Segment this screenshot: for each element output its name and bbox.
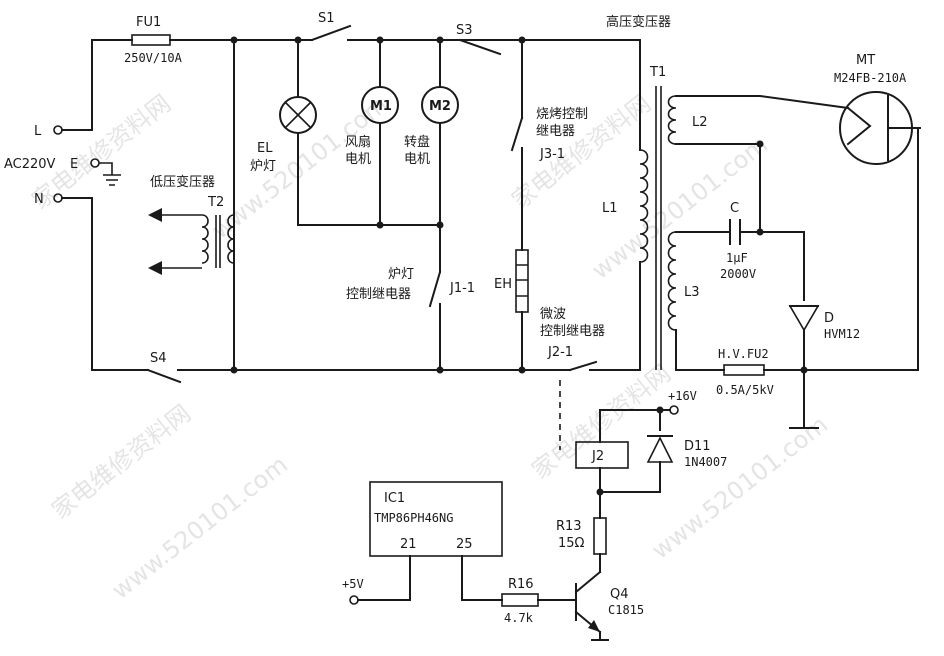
- svg-text:250V/10A: 250V/10A: [124, 51, 183, 65]
- svg-text:家电维修资料网: 家电维修资料网: [526, 359, 676, 484]
- svg-text:www.520101.com: www.520101.com: [646, 410, 833, 564]
- fuse-fu1: FU1 250V/10A: [124, 15, 299, 65]
- svg-text:微波: 微波: [540, 307, 566, 322]
- lamp-icon: [284, 101, 312, 129]
- svg-text:M1: M1: [370, 99, 392, 114]
- resistor-r16: R16 4.7k: [461, 555, 577, 625]
- turntable-motor: M2 转盘 电机: [404, 39, 459, 273]
- ic1-mcu: IC1 TMP86PH46NG 21 25 +5V: [342, 481, 503, 605]
- svg-text:M24FB-210A: M24FB-210A: [834, 71, 907, 85]
- arrow-left-icon: [148, 261, 162, 275]
- switch-s1: S1: [297, 11, 523, 42]
- svg-text:家电维修资料网: 家电维修资料网: [46, 399, 196, 524]
- svg-text:D: D: [824, 311, 834, 326]
- svg-text:1N4007: 1N4007: [684, 455, 727, 469]
- svg-text:H.V.FU2: H.V.FU2: [718, 347, 769, 361]
- svg-text:4.7k: 4.7k: [504, 611, 534, 625]
- svg-text:2000V: 2000V: [720, 267, 756, 281]
- svg-text:J2-1: J2-1: [547, 345, 573, 360]
- svg-text:EH: EH: [494, 277, 512, 292]
- label-e: E: [70, 157, 78, 172]
- svg-text:www.520101.com: www.520101.com: [106, 450, 293, 604]
- svg-text:MT: MT: [856, 53, 875, 68]
- resistor-r13: R13 15Ω: [556, 491, 607, 573]
- t2-ref: T2: [207, 195, 224, 210]
- svg-text:C1815: C1815: [608, 603, 644, 617]
- microwave-relay-contact: 微波 控制继电器 J2-1: [540, 261, 641, 450]
- grill-relay-contact: 烧烤控制 继电器 J3-1: [510, 39, 588, 251]
- magnetron: MT M24FB-210A: [803, 53, 921, 371]
- svg-text:C: C: [730, 201, 739, 216]
- svg-text:IC1: IC1: [384, 491, 405, 506]
- svg-text:25: 25: [456, 537, 473, 552]
- svg-text:M2: M2: [429, 99, 451, 114]
- svg-text:J3-1: J3-1: [539, 147, 565, 162]
- svg-text:转盘: 转盘: [404, 134, 430, 150]
- ground-icon: [99, 162, 121, 186]
- svg-text:1μF: 1μF: [726, 251, 748, 265]
- svg-text:控制继电器: 控制继电器: [346, 287, 411, 302]
- t1-ref: T1: [649, 65, 666, 80]
- svg-text:炉灯: 炉灯: [388, 267, 414, 282]
- svg-text:TMP86PH46NG: TMP86PH46NG: [374, 511, 453, 525]
- arrow-left-icon: [148, 208, 162, 222]
- hv-diode: D HVM12: [788, 305, 860, 429]
- switch-s4: S4: [146, 351, 571, 384]
- svg-text:S4: S4: [150, 351, 167, 366]
- t2-title: 低压变压器: [150, 174, 215, 190]
- svg-text:HVM12: HVM12: [824, 327, 860, 341]
- fan-motor: M1 风扇 电机: [345, 39, 399, 226]
- svg-text:L3: L3: [684, 285, 700, 300]
- switch-s3: S3: [439, 23, 473, 41]
- svg-text:L2: L2: [692, 115, 708, 130]
- svg-text:J2: J2: [591, 449, 604, 464]
- svg-text:L1: L1: [602, 201, 618, 216]
- svg-text:控制继电器: 控制继电器: [540, 324, 605, 339]
- svg-text:15Ω: 15Ω: [558, 536, 585, 551]
- svg-text:继电器: 继电器: [536, 124, 575, 139]
- terminal-5v: [349, 595, 359, 605]
- label-l: L: [34, 124, 42, 139]
- relay-coil-j2: J2: [575, 406, 664, 496]
- svg-text:R16: R16: [508, 577, 534, 592]
- high-voltage-transformer: 高压变压器 T1 L1 L2 L3: [602, 14, 850, 371]
- terminal-16v: [669, 405, 679, 415]
- hv-capacitor: C 1μF 2000V: [675, 201, 805, 301]
- svg-text:电机: 电机: [404, 152, 430, 167]
- mains-input: L E N AC220V: [4, 39, 149, 371]
- svg-text:烧烤控制: 烧烤控制: [536, 107, 588, 122]
- label-ac220v: AC220V: [4, 157, 56, 172]
- svg-text:家电维修资料网: 家电维修资料网: [26, 89, 176, 214]
- terminal-l: [53, 125, 63, 135]
- svg-text:+5V: +5V: [342, 577, 364, 591]
- t1-title: 高压变压器: [606, 14, 671, 30]
- junctions: [230, 36, 808, 374]
- svg-text:D11: D11: [684, 439, 711, 454]
- supply-16v: +16V: [659, 389, 697, 415]
- oven-lamp: EL 炉灯: [250, 39, 441, 226]
- diode-d11: D11 1N4007: [646, 435, 727, 469]
- svg-text:S1: S1: [318, 11, 335, 26]
- svg-text:J1-1: J1-1: [449, 281, 475, 296]
- switch-s3-contact: [458, 38, 641, 151]
- svg-text:电机: 电机: [345, 152, 371, 167]
- svg-text:炉灯: 炉灯: [250, 159, 276, 174]
- svg-text:0.5A/5kV: 0.5A/5kV: [716, 383, 774, 397]
- svg-text:R13: R13: [556, 519, 582, 534]
- lamp-relay-contact: 炉灯 控制继电器 J1-1: [346, 267, 475, 371]
- svg-text:EL: EL: [257, 141, 273, 156]
- heater-eh: EH: [494, 249, 529, 371]
- svg-text:风扇: 风扇: [345, 134, 371, 150]
- label-n: N: [34, 192, 44, 207]
- low-voltage-transformer: 低压变压器 T2: [148, 174, 235, 275]
- svg-text:+16V: +16V: [668, 389, 697, 403]
- svg-text:21: 21: [400, 537, 417, 552]
- svg-text:Q4: Q4: [610, 587, 629, 602]
- transistor-q4: Q4 C1815: [574, 570, 644, 641]
- svg-text:FU1: FU1: [136, 15, 161, 30]
- svg-text:S3: S3: [456, 23, 473, 38]
- hv-fuse: H.V.FU2 0.5A/5kV: [716, 347, 805, 397]
